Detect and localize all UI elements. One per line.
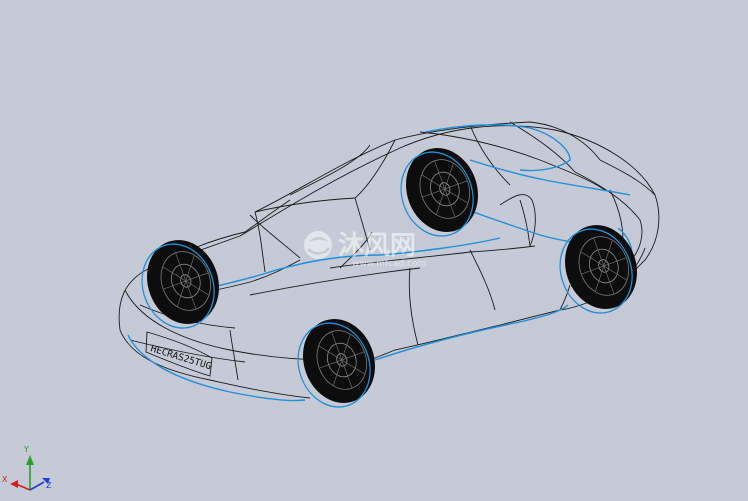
wheel-rear-left <box>400 148 478 237</box>
license-plate: HECRAS25TUG <box>145 331 213 377</box>
z-axis-label: Z <box>46 481 52 490</box>
watermark-text: 沐风网 <box>338 231 416 261</box>
x-axis-label: X <box>2 475 8 484</box>
watermark-url: www.mfcad.com <box>352 259 426 269</box>
z-axis-line <box>29 481 45 491</box>
x-axis-line <box>15 483 31 491</box>
wheel-front-right <box>297 319 375 408</box>
y-axis-arrow-icon <box>26 455 34 465</box>
y-axis-label: Y <box>23 445 29 454</box>
watermark: 沐风网 www.mfcad.com <box>304 231 426 269</box>
axis-triad[interactable]: X Y Z <box>2 445 52 491</box>
mf-logo-icon <box>304 231 332 259</box>
x-axis-arrow-icon <box>10 480 18 488</box>
license-plate-text: HECRAS25TUG <box>149 343 213 372</box>
wheel-rear-right <box>559 225 637 314</box>
wheel-front-left <box>141 240 219 329</box>
z-axis-arrow-icon <box>42 478 50 484</box>
